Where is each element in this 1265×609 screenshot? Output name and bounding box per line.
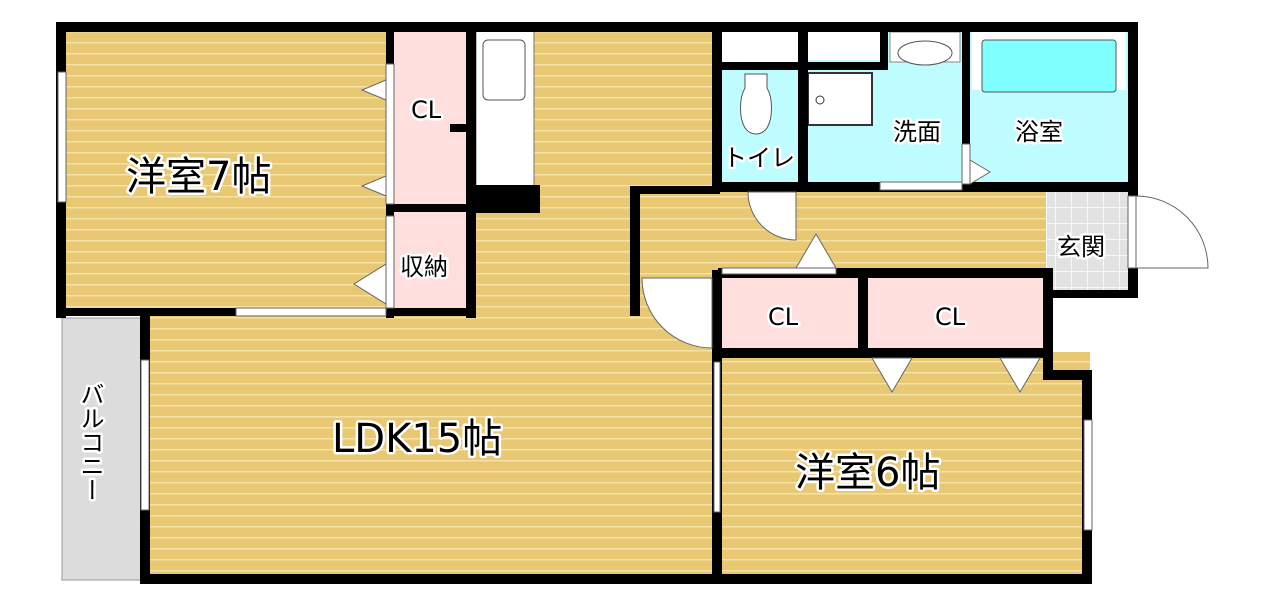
floors bbox=[61, 28, 1130, 581]
storage-door bbox=[385, 215, 395, 309]
closet-arrow-1 bbox=[360, 79, 387, 101]
openings bbox=[57, 63, 1209, 531]
toilet-door-swing bbox=[747, 191, 797, 241]
fixtures bbox=[475, 29, 1126, 189]
hall-arrow bbox=[795, 233, 837, 269]
entrance-door-swing bbox=[1135, 195, 1209, 269]
closet-top-floor bbox=[392, 30, 472, 208]
washroom-storage bbox=[808, 30, 880, 60]
bath-door bbox=[961, 143, 971, 185]
ldk-floor-main bbox=[145, 312, 718, 580]
room-label-closet-big: CL bbox=[935, 303, 966, 331]
closet-arrow-2 bbox=[360, 175, 387, 197]
storage-floor bbox=[392, 212, 472, 310]
western-room-7-floor bbox=[62, 28, 392, 312]
window-east bbox=[1083, 419, 1093, 531]
western-room-6-floor bbox=[718, 352, 1090, 580]
washing-machine-pan bbox=[807, 72, 873, 126]
room-label-toilet: トイレ bbox=[723, 144, 795, 172]
bathtub-water bbox=[981, 39, 1117, 93]
kitchen-sink bbox=[482, 39, 526, 101]
closet-doors-7 bbox=[385, 63, 395, 205]
closet-hall-floor bbox=[720, 278, 862, 350]
closet-big-floor bbox=[866, 278, 1046, 350]
window-balcony-sash bbox=[235, 307, 387, 317]
room-label-storage: 収納 bbox=[400, 253, 448, 281]
closet-arrow-4 bbox=[999, 357, 1041, 393]
balcony-floor bbox=[61, 317, 143, 581]
hall-floor bbox=[636, 190, 1046, 270]
washroom-door bbox=[879, 181, 963, 191]
room-label-western-6: 洋室6帖 bbox=[795, 450, 940, 496]
entrance-door-frame bbox=[1127, 195, 1137, 269]
washbasin-icon bbox=[897, 40, 953, 66]
room-label-closet-top: CL bbox=[411, 96, 442, 124]
toilet-icon bbox=[740, 73, 772, 135]
room-label-western-7: 洋室7帖 bbox=[126, 154, 271, 200]
drain-icon bbox=[815, 95, 825, 105]
toilet-storage bbox=[724, 30, 798, 60]
room-label-bath: 浴室 bbox=[1015, 118, 1063, 146]
window-balcony bbox=[140, 359, 150, 511]
window-west bbox=[57, 71, 67, 203]
storage-arrow bbox=[353, 263, 387, 305]
partition-sliding bbox=[713, 361, 721, 513]
room-label-entrance: 玄関 bbox=[1057, 233, 1105, 261]
bath-arrow bbox=[969, 159, 991, 185]
closet-arrow-3 bbox=[871, 357, 913, 393]
hall-door-gap bbox=[721, 267, 837, 275]
room-label-ldk: LDK15帖 bbox=[332, 416, 502, 462]
room-label-washroom: 洗面 bbox=[893, 118, 941, 146]
room-labels: 洋室7帖 LDK15帖 洋室6帖 CL 収納 トイレ 洗面 浴室 玄関 CL C… bbox=[74, 94, 1108, 505]
room-label-balcony: バルコニー bbox=[76, 382, 104, 502]
ldk-door-swing bbox=[641, 277, 713, 349]
room-label-closet-hall: CL bbox=[768, 303, 799, 331]
entrance-floor bbox=[1047, 192, 1129, 290]
